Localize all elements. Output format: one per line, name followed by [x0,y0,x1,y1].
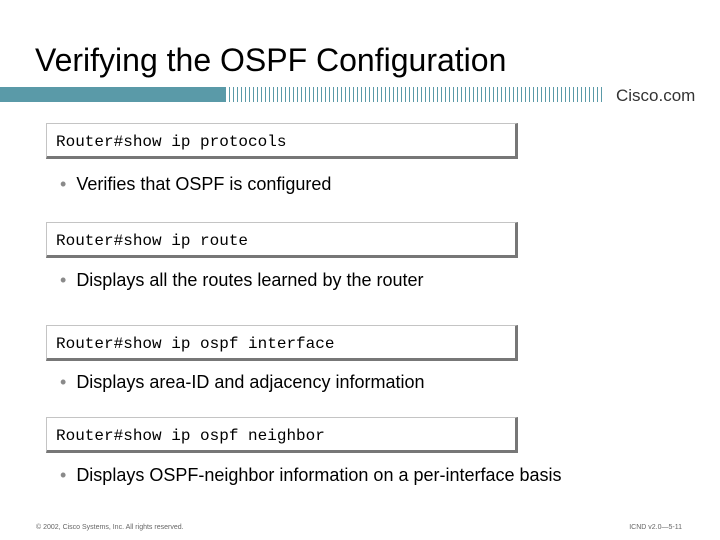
command-box: Router#show ip ospf neighbor [46,417,518,453]
command-text: Router#show ip protocols [56,133,287,151]
bullet-item: • Displays area-ID and adjacency informat… [60,372,424,393]
command-box: Router#show ip route [46,222,518,258]
bullet-dot-icon: • [60,174,67,194]
bullet-item: • Verifies that OSPF is configured [60,174,331,195]
footer-copyright: © 2002, Cisco Systems, Inc. All rights r… [36,524,184,531]
bullet-text: Displays all the routes learned by the r… [76,270,424,290]
command-text: Router#show ip route [56,232,249,250]
slide-title: Verifying the OSPF Configuration [35,42,507,78]
header-bar-stripes [225,87,605,102]
bullet-text: Verifies that OSPF is configured [76,174,332,194]
header-bar-solid [0,87,225,102]
command-box: Router#show ip ospf interface [46,325,518,361]
bullet-text: Displays area-ID and adjacency informati… [76,372,425,392]
bullet-dot-icon: • [60,270,67,290]
command-box: Router#show ip protocols [46,123,518,159]
header-bar [0,87,720,102]
bullet-dot-icon: • [60,372,67,392]
bullet-text: Displays OSPF-neighbor information on a … [76,465,562,485]
bullet-item: • Displays OSPF-neighbor information on a… [60,465,562,486]
command-text: Router#show ip ospf neighbor [56,427,325,445]
brand-logo: Cisco.com [616,86,696,105]
bullet-dot-icon: • [60,465,67,485]
footer-slide-ref: ICND v2.0—5-11 [629,524,682,531]
command-text: Router#show ip ospf interface [56,335,335,353]
bullet-item: • Displays all the routes learned by the … [60,270,424,291]
